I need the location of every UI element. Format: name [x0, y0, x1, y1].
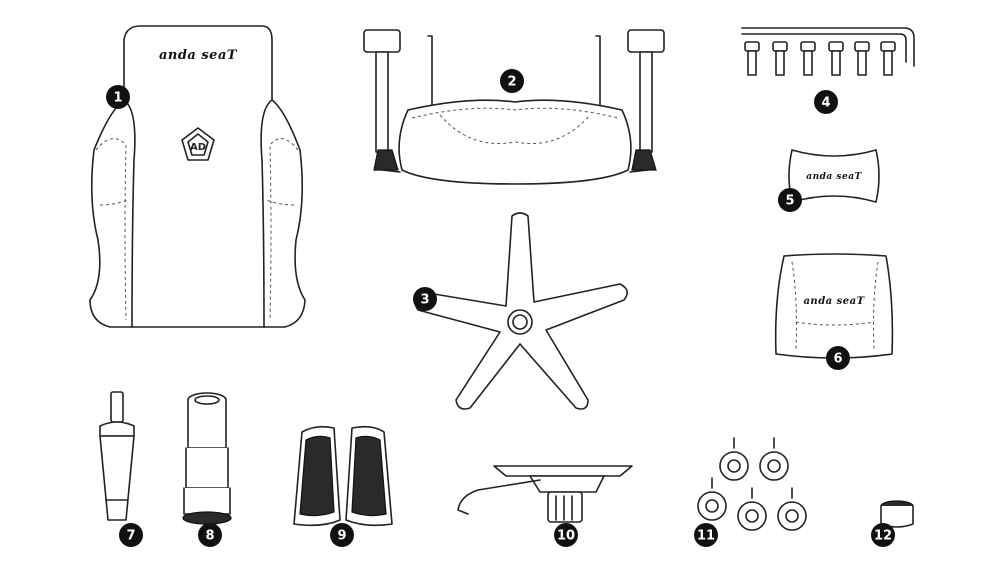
part-number-badge: 7 — [119, 523, 143, 547]
badge-number: 4 — [821, 96, 830, 111]
part-number-badge: 4 — [814, 90, 838, 114]
svg-text:AD: AD — [190, 142, 206, 153]
side-covers-part — [293, 425, 393, 527]
seat-part — [363, 29, 665, 185]
badge-circle — [330, 523, 354, 547]
gas-lift-part — [99, 391, 135, 521]
badge-number: 1 — [113, 91, 122, 106]
badge-circle — [814, 90, 838, 114]
badge-circle — [198, 523, 222, 547]
badge-number: 8 — [205, 529, 214, 544]
screws-part — [741, 27, 915, 76]
tilt-mechanism-icon — [493, 465, 633, 477]
screw-row — [744, 41, 896, 76]
part-number-badge: 8 — [198, 523, 222, 547]
part-number-badge: 6 — [826, 346, 850, 370]
badge-number: 11 — [697, 529, 715, 544]
base-part — [414, 212, 628, 410]
head-pillow-brand-text: anda seaT — [806, 172, 862, 182]
backrest-brand-text: anda seaT — [159, 48, 238, 63]
badge-number: 2 — [507, 75, 516, 90]
part-number-badge: 12 — [871, 523, 895, 547]
casters-part — [697, 437, 807, 531]
badge-number: 3 — [420, 293, 429, 308]
gas-lift-cylinder-icon — [110, 391, 124, 423]
badge-circle — [694, 523, 718, 547]
badge-circle — [119, 523, 143, 547]
brand-emblem-icon — [181, 127, 215, 161]
lumbar-pillow-icon — [774, 253, 894, 359]
part-number-badge: 1 — [106, 85, 130, 109]
badge-circle — [413, 287, 437, 311]
badge-circle — [871, 523, 895, 547]
badge-circle — [826, 346, 850, 370]
part-number-badge: 2 — [500, 69, 524, 93]
part-number-badge: 5 — [778, 188, 802, 212]
part-number-badge: 11 — [694, 523, 718, 547]
badge-number: 9 — [337, 529, 346, 544]
badge-number: 7 — [126, 529, 135, 544]
cap-part — [880, 500, 914, 528]
badge-circle — [500, 69, 524, 93]
lumbar-pillow-part: anda seaT — [774, 253, 894, 359]
cylinder-cover-part — [182, 392, 232, 525]
backrest-icon — [89, 25, 306, 328]
part-number-badge: 10 — [554, 523, 578, 547]
badge-number: 5 — [785, 194, 794, 209]
casters-icon — [697, 437, 807, 531]
badge-number: 12 — [874, 529, 892, 544]
screws-and-hex-keys-icon — [741, 27, 915, 67]
part-number-badge: 9 — [330, 523, 354, 547]
tilt-mechanism-part — [457, 465, 633, 523]
badge-circle — [554, 523, 578, 547]
badge-number: 10 — [557, 529, 575, 544]
badge-number: 6 — [833, 352, 842, 367]
head-pillow-part: anda seaT — [788, 149, 880, 203]
badge-circle — [778, 188, 802, 212]
badge-circle — [106, 85, 130, 109]
lumbar-pillow-brand-text: anda seaT — [803, 296, 865, 307]
seat-with-armrests-icon — [398, 99, 632, 185]
part-number-badge: 3 — [413, 287, 437, 311]
backrest-part: anda seaT AD — [89, 25, 306, 328]
